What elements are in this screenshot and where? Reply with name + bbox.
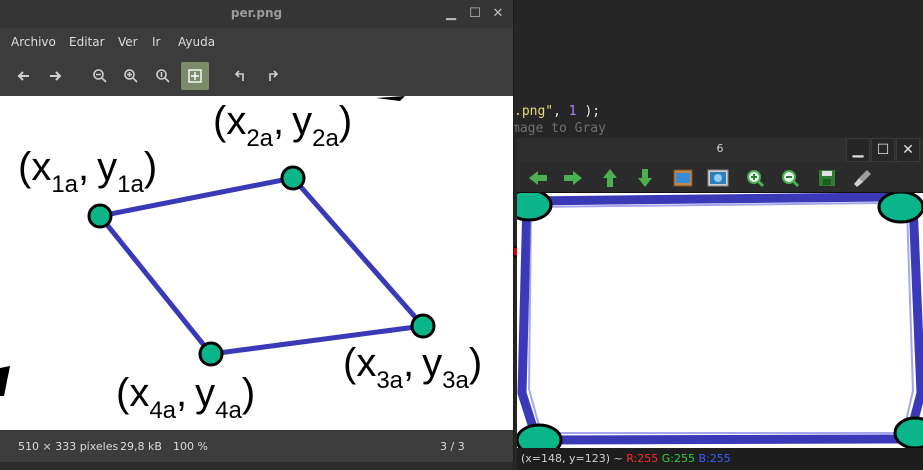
- viewer-statusbar: 510 × 333 píxeles 29,8 kB 100 % 3 / 3: [0, 430, 513, 462]
- cv-toolbar: [517, 162, 923, 192]
- node-point-2: [280, 165, 306, 191]
- code-separator: ,: [553, 104, 569, 119]
- edge-mark-top: [376, 96, 405, 101]
- cv-image-canvas[interactable]: [517, 193, 923, 448]
- label-point-2: (x2a,y2a): [213, 99, 352, 152]
- node-point-3: [410, 313, 436, 339]
- cv-zoom-out-icon[interactable]: [777, 165, 803, 189]
- menu-archivo[interactable]: Archivo: [11, 35, 56, 49]
- code-comment: mage to Gray: [512, 121, 606, 136]
- code-string: .png": [514, 104, 554, 119]
- cv-node-bottom-left: [517, 423, 563, 448]
- label-point-4: (x4a,y4a): [116, 371, 255, 424]
- cv-green-value: G:255: [661, 452, 695, 465]
- viewer-toolbar: [0, 58, 513, 94]
- zoom-in-icon[interactable]: [117, 62, 145, 90]
- cv-red-value: R:255: [626, 452, 659, 465]
- cv-blue-value: B:255: [698, 452, 731, 465]
- cv-zoom-original-icon[interactable]: [670, 165, 696, 189]
- cv-pan-up-icon[interactable]: [597, 165, 623, 189]
- maximize-icon[interactable]: ☐: [469, 6, 481, 21]
- label-point-3: (x3a,y3a): [343, 341, 482, 394]
- parallelogram-edges: [95, 175, 428, 357]
- back-arrow-icon[interactable]: [10, 62, 38, 90]
- label-point-1: (x1a,y1a): [18, 145, 157, 198]
- cv-minimize-icon[interactable]: ▁: [846, 138, 870, 162]
- node-point-1: [87, 203, 113, 229]
- page-counter: 3 / 3: [440, 440, 465, 453]
- cv-node-bottom-right: [893, 416, 923, 448]
- cv-titlebar[interactable]: 6 ▁ ☐ ✕: [517, 138, 923, 162]
- image-viewer-window: per.png ▁ ☐ ✕ Archivo Editar Ver Ir Ayud…: [0, 0, 514, 462]
- cv-quad-edges: [517, 193, 923, 445]
- rotate-left-icon[interactable]: [226, 62, 254, 90]
- cv-maximize-icon[interactable]: ☐: [871, 138, 895, 162]
- cv-properties-icon[interactable]: [850, 165, 876, 189]
- viewer-menubar: Archivo Editar Ver Ir Ayuda: [0, 28, 513, 56]
- rotate-right-icon[interactable]: [259, 62, 287, 90]
- cv-pan-down-icon[interactable]: [632, 165, 658, 189]
- menu-ver[interactable]: Ver: [118, 35, 138, 49]
- zoom-normal-icon[interactable]: [149, 62, 177, 90]
- viewer-title: per.png: [230, 6, 283, 20]
- menu-ayuda[interactable]: Ayuda: [178, 35, 216, 49]
- zoom-out-icon[interactable]: [86, 62, 114, 90]
- forward-arrow-icon[interactable]: [41, 62, 69, 90]
- cv-pan-left-icon[interactable]: [525, 165, 551, 189]
- cv-statusbar: (x=148, y=123) ~ R:255 G:255 B:255: [517, 448, 923, 470]
- zoom-level: 100 %: [173, 440, 208, 453]
- cv-zoom-in-icon[interactable]: [742, 165, 768, 189]
- code-line-imwrite: .png", 1 );: [514, 104, 600, 119]
- cv-node-top-right: [877, 193, 923, 224]
- cv-quad-inner-edges: [527, 201, 915, 434]
- menu-ir[interactable]: Ir: [152, 35, 161, 49]
- node-point-4: [198, 341, 224, 367]
- opencv-window: 6 ▁ ☐ ✕: [517, 138, 923, 470]
- cv-window-title: 6: [716, 142, 724, 155]
- cv-cursor-coords: (x=148, y=123) ~: [521, 452, 623, 465]
- viewer-image-canvas[interactable]: (x1a,y1a) (x2a,y2a) (x3a,y3a) (x4a,y4a): [0, 96, 513, 430]
- image-file-size: 29,8 kB: [120, 440, 162, 453]
- parallelogram-figure: (x1a,y1a) (x2a,y2a) (x3a,y3a) (x4a,y4a): [0, 96, 482, 424]
- cv-zoom-fit-icon[interactable]: [705, 165, 731, 189]
- menu-editar[interactable]: Editar: [69, 35, 105, 49]
- image-dimensions: 510 × 333 píxeles: [18, 440, 119, 453]
- code-number: 1: [568, 104, 577, 119]
- close-icon[interactable]: ✕: [492, 6, 504, 21]
- viewer-titlebar[interactable]: per.png ▁ ☐ ✕: [0, 0, 513, 28]
- cv-pan-right-icon[interactable]: [560, 165, 586, 189]
- code-suffix: );: [576, 104, 601, 119]
- cv-quad-figure: [517, 193, 923, 448]
- cv-save-icon[interactable]: [814, 165, 840, 189]
- zoom-fit-icon[interactable]: [181, 62, 209, 90]
- cv-pixel-readout: (x=148, y=123) ~ R:255 G:255 B:255: [521, 452, 731, 465]
- cv-node-top-left: [517, 193, 553, 222]
- edge-mark-left: [0, 366, 10, 396]
- cv-close-icon[interactable]: ✕: [896, 138, 920, 162]
- minimize-icon[interactable]: ▁: [446, 6, 456, 21]
